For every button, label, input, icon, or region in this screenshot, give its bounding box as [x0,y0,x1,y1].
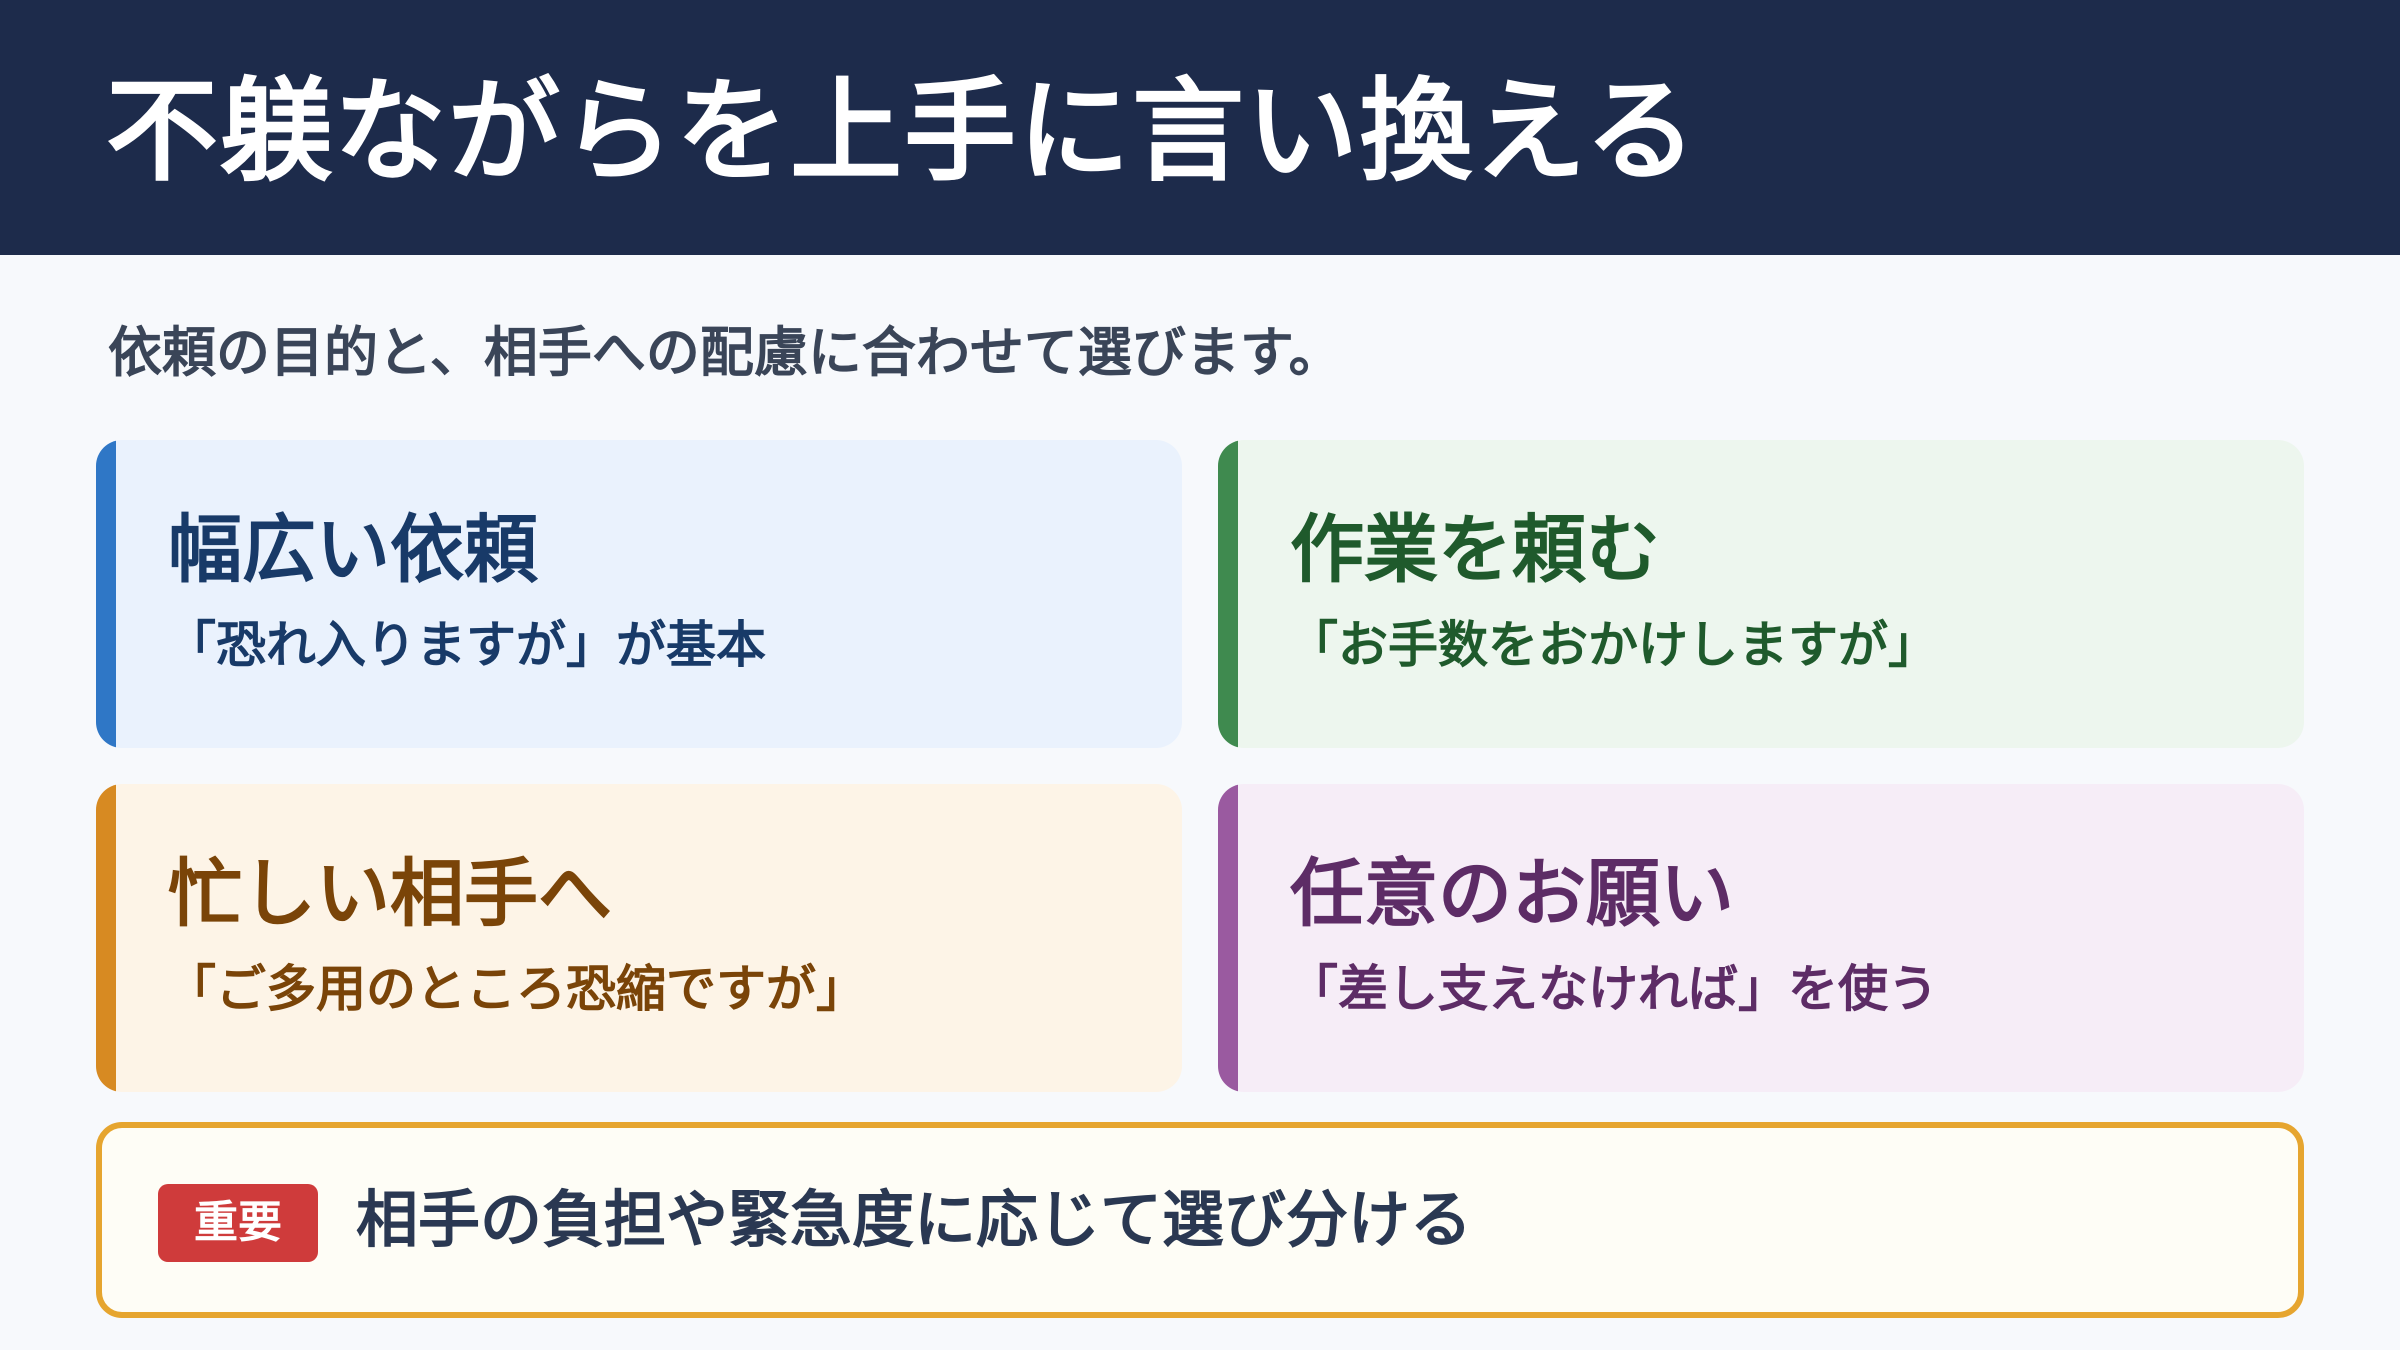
important-badge: 重要 [158,1184,318,1262]
card-text: 「お手数をおかけしますが」 [1288,616,1938,674]
page-title: 不躾ながらを上手に言い換える [106,67,1699,197]
card-text: 「恐れ入りますが」が基本 [166,616,766,674]
card-optional-request: 任意のお願い 「差し支えなければ」を使う [1218,784,2304,1092]
card-title: 作業を頼む [1290,507,1660,593]
card-task-request: 作業を頼む 「お手数をおかけしますが」 [1218,440,2304,748]
card-title: 幅広い依頼 [168,507,538,593]
card-busy-recipient: 忙しい相手へ 「ご多用のところ恐縮ですが」 [96,784,1182,1092]
card-text: 「ご多用のところ恐縮ですが」 [166,960,866,1018]
card-broad-request: 幅広い依頼 「恐れ入りますが」が基本 [96,440,1182,748]
note-text: 相手の負担や緊急度に応じて選び分ける [356,1183,1473,1256]
card-title: 任意のお願い [1290,851,1734,937]
important-note: 重要 相手の負担や緊急度に応じて選び分ける [96,1122,2304,1318]
card-accent-bar [1218,440,1238,748]
card-text: 「差し支えなければ」を使う [1288,960,1938,1018]
card-accent-bar [96,440,116,748]
header-bar: 不躾ながらを上手に言い換える [0,0,2400,255]
card-accent-bar [1218,784,1238,1092]
card-accent-bar [96,784,116,1092]
card-title: 忙しい相手へ [168,851,612,937]
subtitle: 依頼の目的と、相手への配慮に合わせて選びます。 [108,321,1343,384]
